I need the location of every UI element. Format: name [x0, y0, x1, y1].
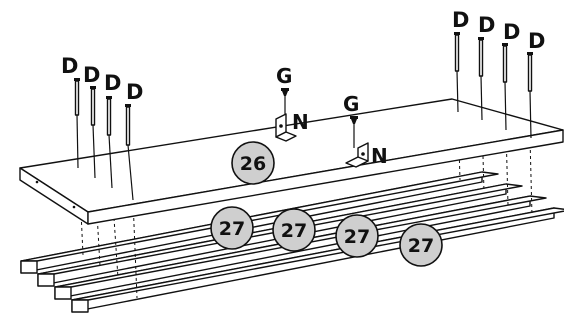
- screw: [527, 52, 533, 139]
- bracket-right: [345, 142, 369, 168]
- label-d: D: [61, 54, 78, 78]
- screw: [454, 32, 460, 113]
- callout-27: 27: [272, 208, 316, 252]
- label-n: N: [371, 144, 388, 168]
- callout-number: 27: [344, 226, 370, 248]
- label-d: D: [126, 80, 143, 104]
- screw: [478, 37, 484, 121]
- screw: [90, 86, 96, 179]
- label-d: D: [104, 71, 121, 95]
- label-g: G: [276, 64, 292, 88]
- label-d: D: [83, 63, 100, 87]
- label-d: D: [452, 8, 469, 32]
- screw: [74, 78, 80, 169]
- panel: [19, 98, 564, 225]
- label-g: G: [343, 92, 359, 116]
- screw: [502, 43, 508, 131]
- label-d: D: [503, 20, 520, 44]
- callout-number: 27: [281, 220, 307, 242]
- callout-26: 26: [231, 141, 275, 185]
- bracket-left: [275, 113, 297, 142]
- screw: [106, 96, 113, 189]
- labels-left-d: D D D D: [61, 54, 143, 104]
- bolt-right: [350, 116, 358, 148]
- callout-number: 27: [408, 235, 434, 257]
- labels-right-d: D D D D: [452, 8, 545, 53]
- callout-27: 27: [210, 206, 254, 250]
- callout-number: 26: [240, 153, 266, 175]
- screws-right: [454, 32, 533, 139]
- screw: [125, 104, 134, 201]
- label-d: D: [478, 13, 495, 37]
- bolt-left: [281, 88, 289, 118]
- callout-number: 27: [219, 218, 245, 240]
- label-n: N: [292, 110, 309, 134]
- label-d: D: [528, 29, 545, 53]
- callout-27: 27: [335, 214, 379, 258]
- screws-left: [74, 78, 134, 201]
- callout-27: 27: [399, 223, 443, 267]
